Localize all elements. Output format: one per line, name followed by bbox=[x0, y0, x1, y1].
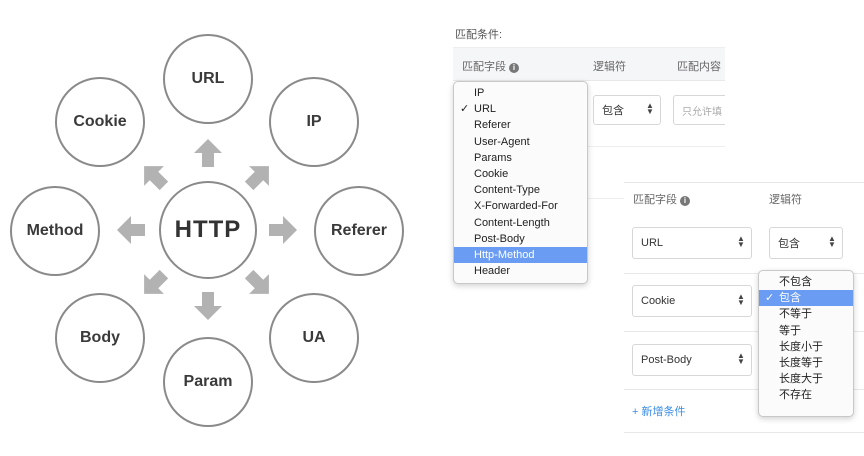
node-referer: Referer bbox=[314, 186, 404, 276]
checkmark-icon: ✓ bbox=[765, 292, 775, 305]
chevron-updown-icon: ▲▼ bbox=[646, 101, 654, 116]
row-divider bbox=[624, 273, 864, 274]
field-option[interactable]: Referer bbox=[474, 119, 511, 132]
arrow-down-left-icon bbox=[131, 261, 176, 306]
field-dropdown: IP ✓URL Referer User-Agent Params Cookie… bbox=[453, 81, 588, 284]
add-condition-link[interactable]: + 新增条件 bbox=[632, 406, 686, 418]
node-cookie: Cookie bbox=[55, 77, 145, 167]
field-option-highlighted[interactable]: Http-Method bbox=[454, 246, 587, 264]
row-divider bbox=[453, 198, 725, 199]
info-icon[interactable]: i bbox=[509, 63, 519, 73]
match-conditions-title: 匹配条件: bbox=[455, 29, 503, 41]
field-option[interactable]: Post-Body bbox=[474, 232, 525, 245]
field-option[interactable]: X-Forwarded-For bbox=[474, 200, 558, 213]
row-divider bbox=[624, 389, 864, 390]
arrow-left-icon bbox=[115, 214, 147, 246]
chevron-updown-icon: ▲▼ bbox=[737, 292, 745, 307]
field-option[interactable]: Header bbox=[474, 265, 511, 278]
checkmark-icon: ✓ bbox=[460, 103, 470, 116]
node-http: HTTP bbox=[159, 181, 257, 279]
operator-option[interactable]: 长度大于 bbox=[779, 373, 823, 386]
arrow-right-icon bbox=[267, 214, 299, 246]
operator-select-row1[interactable]: 包含 ▲▼ bbox=[769, 227, 843, 259]
info-icon[interactable]: i bbox=[680, 196, 690, 206]
chevron-updown-icon: ▲▼ bbox=[828, 234, 836, 249]
node-ip: IP bbox=[269, 77, 359, 167]
header-operator: 逻辑符 bbox=[593, 61, 626, 73]
field-option[interactable]: Content-Length bbox=[474, 216, 550, 229]
arrow-down-icon bbox=[192, 290, 224, 322]
operator-select[interactable]: 包含 ▲▼ bbox=[593, 95, 661, 125]
row-divider bbox=[624, 331, 864, 332]
chevron-updown-icon: ▲▼ bbox=[737, 351, 745, 366]
row-divider bbox=[624, 432, 864, 433]
operator-option[interactable]: 不包含 bbox=[779, 276, 812, 288]
header-content: 匹配内容 bbox=[677, 61, 721, 73]
http-fields-diagram: HTTP URL IP Referer UA Param Body Method… bbox=[0, 0, 420, 456]
node-body: Body bbox=[55, 293, 145, 383]
node-param: Param bbox=[163, 337, 253, 427]
field-option[interactable]: Params bbox=[474, 151, 512, 164]
arrow-up-icon bbox=[192, 137, 224, 169]
operator-option[interactable]: 长度小于 bbox=[779, 340, 823, 353]
node-method: Method bbox=[10, 186, 100, 276]
chevron-updown-icon: ▲▼ bbox=[737, 234, 745, 249]
content-input[interactable]: 只允许填 bbox=[673, 95, 725, 125]
operator-dropdown: 不包含 ✓包含 不等于 等于 长度小于 长度等于 长度大于 不存在 bbox=[758, 270, 854, 417]
field-select-row3[interactable]: Post-Body ▲▼ bbox=[632, 344, 752, 376]
header-operator-2: 逻辑符 bbox=[769, 194, 802, 206]
field-option[interactable]: ✓URL bbox=[454, 101, 587, 117]
operator-option[interactable]: 不存在 bbox=[779, 389, 812, 402]
field-option[interactable]: Cookie bbox=[474, 167, 509, 180]
operator-option[interactable]: 等于 bbox=[779, 324, 801, 337]
field-select-row1[interactable]: URL ▲▼ bbox=[632, 227, 752, 259]
operator-option-selected[interactable]: ✓包含 bbox=[759, 290, 853, 307]
field-option[interactable]: IP bbox=[474, 87, 485, 99]
operator-option[interactable]: 长度等于 bbox=[779, 356, 823, 369]
field-select-row2[interactable]: Cookie ▲▼ bbox=[632, 285, 752, 317]
arrow-up-left-icon bbox=[131, 153, 176, 198]
field-option[interactable]: User-Agent bbox=[474, 135, 530, 148]
arrow-down-right-icon bbox=[236, 261, 281, 306]
node-url: URL bbox=[163, 34, 253, 124]
row-divider bbox=[453, 146, 725, 147]
node-ua: UA bbox=[269, 293, 359, 383]
arrow-up-right-icon bbox=[236, 153, 281, 198]
field-option[interactable]: Content-Type bbox=[474, 184, 541, 197]
operator-option[interactable]: 不等于 bbox=[779, 308, 812, 321]
